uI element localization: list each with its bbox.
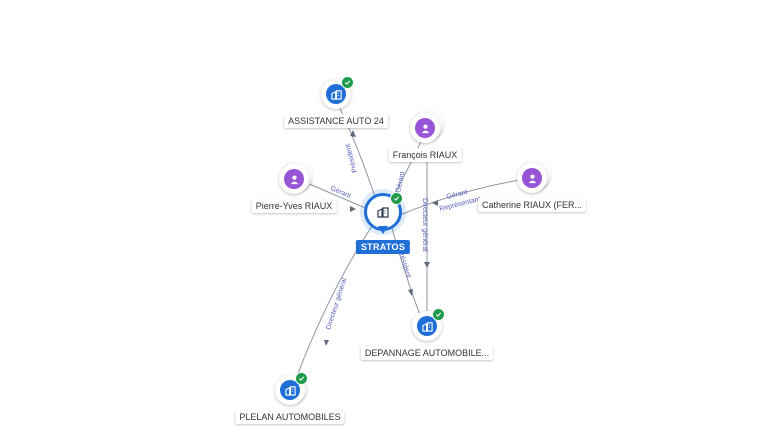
edge-label-gerant-francois: Gérant xyxy=(395,171,406,193)
edge-label-directeur-plelan: Directeur général xyxy=(325,277,348,331)
node-label: Catherine RIAUX (FER... xyxy=(477,198,587,212)
edge-francois-directeur[interactable]: Directeur général xyxy=(421,150,430,315)
verified-check-icon xyxy=(432,308,445,321)
verified-check-icon xyxy=(390,192,403,205)
node-label: Pierre-Yves RIAUX xyxy=(251,199,337,213)
node-label: ASSISTANCE AUTO 24 xyxy=(284,114,388,128)
building-icon xyxy=(280,380,300,400)
person-icon xyxy=(415,118,435,138)
edge-label-gerant-catherine: Gérant xyxy=(446,189,469,201)
node-label: François RIAUX xyxy=(388,148,462,162)
verified-check-icon xyxy=(295,372,308,385)
edge-label-directeur-francois: Directeur général xyxy=(421,198,428,252)
person-icon xyxy=(284,169,304,189)
node-label: DEPANNAGE AUTOMOBILE... xyxy=(360,346,494,360)
verified-check-icon xyxy=(341,76,354,89)
building-icon xyxy=(326,84,346,104)
center-node-label: STRATOS xyxy=(355,240,411,254)
node-label: PLELAN AUTOMOBILES xyxy=(235,410,345,424)
person-icon xyxy=(522,168,542,188)
building-icon xyxy=(417,316,437,336)
